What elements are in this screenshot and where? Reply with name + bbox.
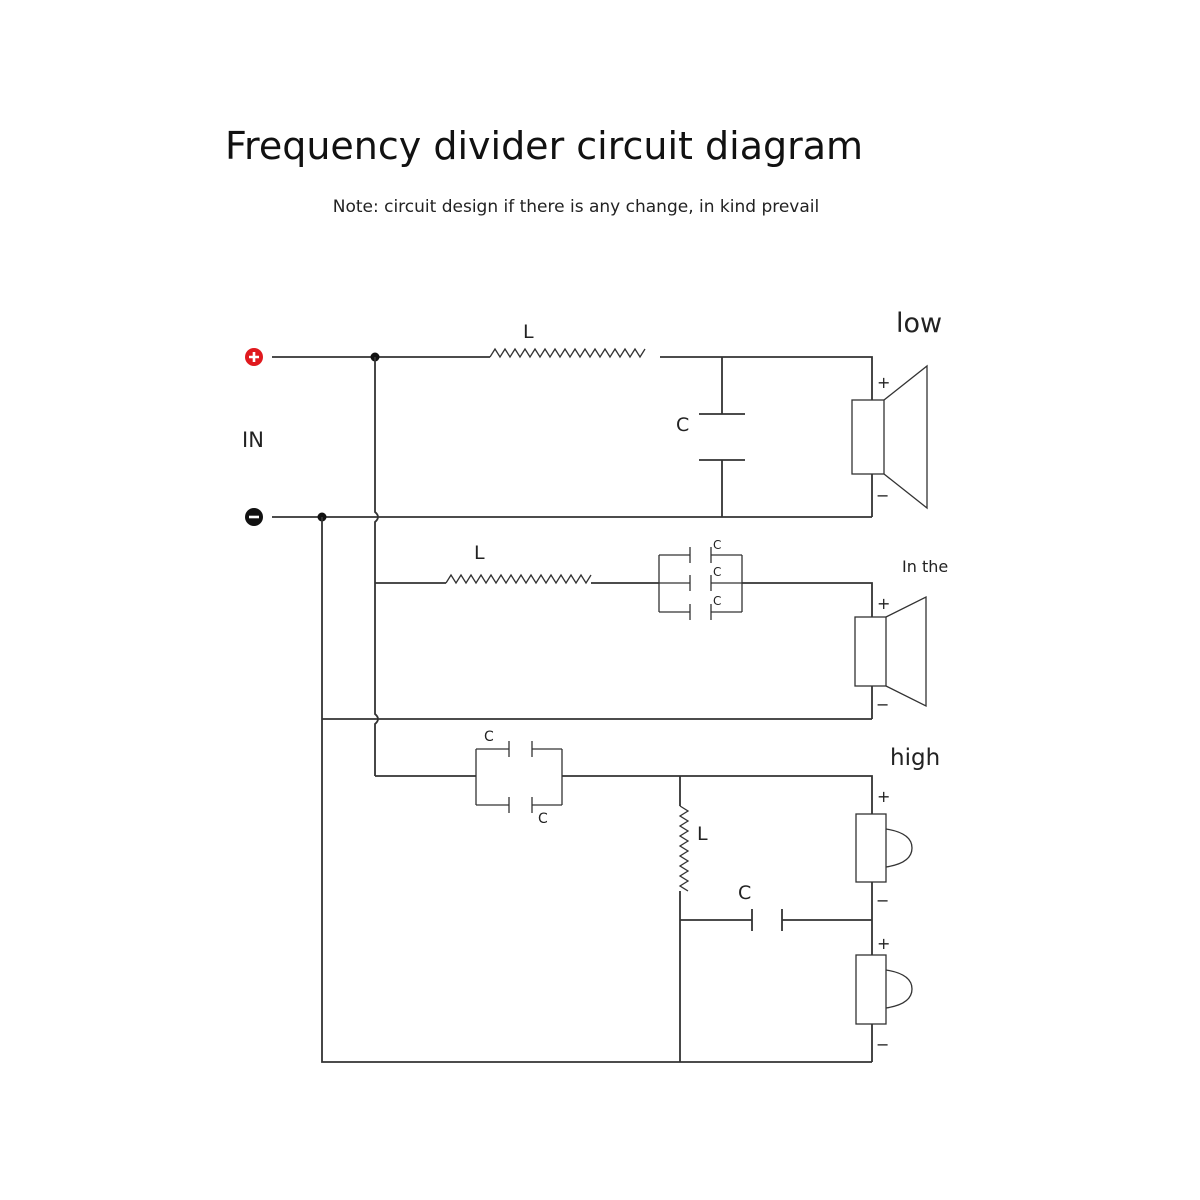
low-capacitor-label: C xyxy=(676,414,689,436)
low-plus-label: + xyxy=(877,373,890,392)
low-inductor-label: L xyxy=(523,321,534,343)
high-capacitor-label-1: C xyxy=(484,729,494,745)
high-capacitor-label: C xyxy=(738,882,751,904)
tweeter-1-minus-label: − xyxy=(876,891,889,910)
positive-bus xyxy=(272,352,490,777)
page-title: Frequency divider circuit diagram xyxy=(224,124,864,168)
input-label: IN xyxy=(242,428,264,452)
mid-inductor-label: L xyxy=(474,542,485,564)
high-capacitor-pair-icon xyxy=(475,741,563,813)
tweeter-2-plus-label: + xyxy=(877,934,890,953)
mid-label: In the xyxy=(902,557,948,576)
low-section: low L C + − xyxy=(489,308,942,517)
low-label: low xyxy=(896,308,942,339)
high-inductor-label: L xyxy=(697,823,708,845)
mid-plus-label: + xyxy=(877,594,890,613)
high-inductor-icon xyxy=(678,805,690,892)
high-label: high xyxy=(890,745,940,771)
mid-capacitor-label-2: C xyxy=(713,565,721,579)
negative-bus xyxy=(272,512,872,1063)
mid-section: In the L C C C + − xyxy=(445,538,948,719)
midrange-speaker-icon xyxy=(854,595,927,708)
high-capacitor-label-2: C xyxy=(538,811,548,827)
page-note: Note: circuit design if there is any cha… xyxy=(332,197,820,217)
positive-terminal-icon xyxy=(245,348,263,366)
tweeter-1-plus-label: + xyxy=(877,787,890,806)
mid-capacitor-label-3: C xyxy=(713,594,721,608)
high-section: high C C L + − C xyxy=(475,729,940,1062)
mid-capacitor-bank-icon xyxy=(658,547,743,620)
mid-capacitor-label-1: C xyxy=(713,538,721,552)
low-minus-label: − xyxy=(876,486,889,505)
low-inductor-icon xyxy=(489,347,646,359)
woofer-speaker-icon xyxy=(851,364,928,510)
negative-terminal-icon xyxy=(245,508,263,526)
mid-inductor-icon xyxy=(445,573,592,585)
tweeter-1-speaker-icon xyxy=(855,813,913,883)
tweeter-2-speaker-icon xyxy=(855,954,913,1025)
tweeter-2-minus-label: − xyxy=(876,1035,889,1054)
mid-minus-label: − xyxy=(876,695,889,714)
